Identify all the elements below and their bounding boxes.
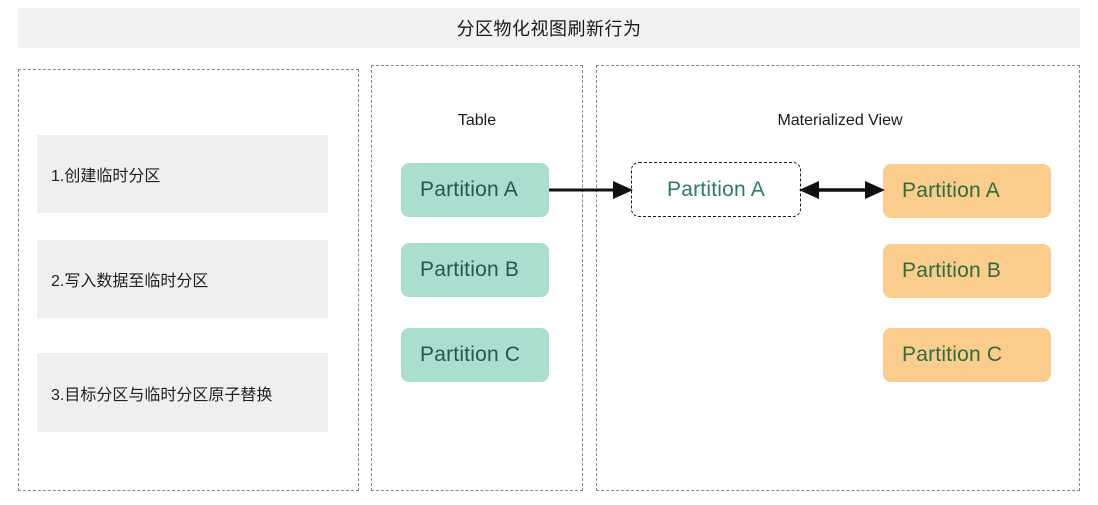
step-label: 2.写入数据至临时分区 (51, 273, 209, 290)
table-partition-b: Partition B (401, 243, 549, 297)
temp-partition-a: Partition A (631, 162, 801, 217)
step-item-3: 3.目标分区与临时分区原子替换 (37, 353, 328, 432)
mv-partition-b: Partition B (883, 244, 1051, 298)
table-partition-a: Partition A (401, 163, 549, 217)
arrow-bidirectional-icon (799, 181, 885, 199)
table-caption: Table (457, 112, 497, 129)
step-item-2: 2.写入数据至临时分区 (37, 240, 328, 318)
step-label: 1.创建临时分区 (51, 168, 161, 185)
step-item-1: 1.创建临时分区 (37, 135, 328, 213)
diagram-header: 分区物化视图刷新行为 (18, 8, 1080, 48)
materialized-view-caption: Materialized View (777, 112, 903, 129)
step-label: 3.目标分区与临时分区原子替换 (51, 386, 273, 404)
page-title: 分区物化视图刷新行为 (456, 19, 642, 39)
panel-materialized-view (596, 65, 1080, 491)
mv-partition-a: Partition A (883, 164, 1051, 218)
panel-table (371, 65, 583, 491)
table-partition-c: Partition C (401, 328, 549, 382)
arrow-right-icon (549, 181, 633, 199)
mv-partition-c: Partition C (883, 328, 1051, 382)
panel-refresh-steps (18, 69, 359, 491)
